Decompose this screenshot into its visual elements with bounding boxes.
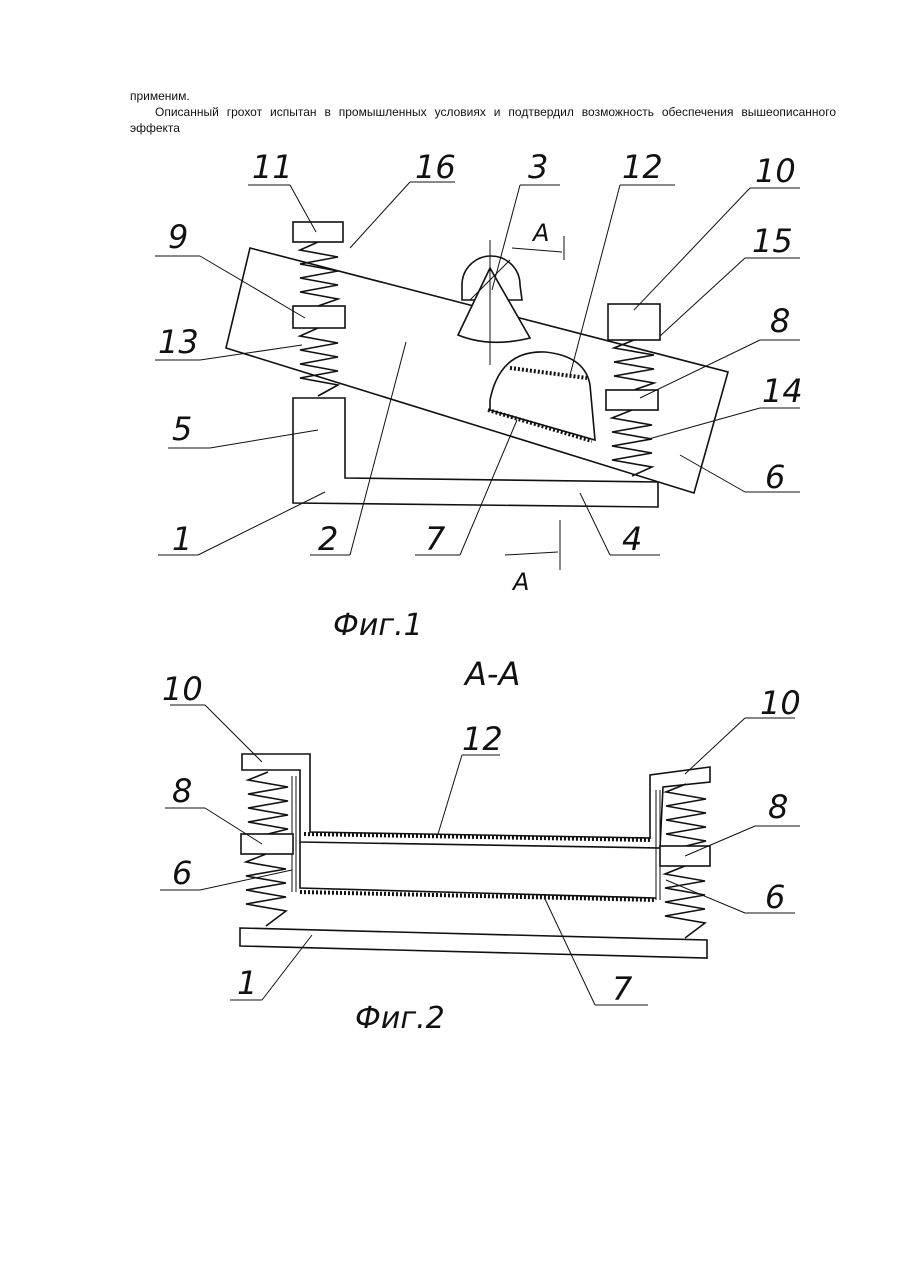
label-4: 4 [622,520,642,558]
section-arrow-bottom [505,552,558,555]
label-5: 5 [172,410,192,448]
figure-1-caption: Фиг.1 [333,608,423,643]
label-6-right: 6 [765,878,785,916]
section-title: А-А [463,655,520,693]
figure-2-caption: Фиг.2 [355,1001,445,1036]
section-arrow-top [512,248,562,252]
label-6: 6 [765,458,785,496]
lower-tray [300,842,656,898]
label-6-left: 6 [172,854,192,892]
label-10-left: 10 [162,670,203,708]
section-mark-top: А [531,219,549,247]
label-12-fig2: 12 [462,720,503,758]
spring-right-bottom [665,866,705,938]
label-1: 1 [172,520,192,558]
label-7: 7 [425,520,446,558]
spring-right-top [666,784,706,846]
label-12: 12 [622,148,663,186]
label-10: 10 [755,152,796,190]
figure-2: 10 10 12 8 8 6 6 1 7 Фиг.2 [160,670,801,1036]
base-plate-1 [240,928,707,958]
figure-1: А А 11 16 3 12 10 9 [155,148,803,643]
label-8: 8 [770,302,790,340]
plate-left-8 [241,834,293,854]
label-8-left: 8 [172,772,192,810]
spring-plate-9 [293,306,345,328]
label-1-fig2: 1 [237,964,257,1002]
label-14: 14 [762,372,803,410]
label-16: 16 [415,148,456,186]
spring-left-top [248,772,288,834]
spring-plate-11 [293,222,343,242]
label-7-fig2: 7 [612,970,633,1008]
label-3: 3 [528,148,548,186]
spring-left-bottom [246,854,286,926]
label-10-right: 10 [760,684,801,722]
label-15: 15 [752,222,793,260]
label-11: 11 [252,148,293,186]
label-2: 2 [318,520,338,558]
label-9: 9 [168,218,188,256]
label-13: 13 [158,323,199,361]
section-mark-bottom: А [511,568,529,596]
label-8-right: 8 [768,788,788,826]
